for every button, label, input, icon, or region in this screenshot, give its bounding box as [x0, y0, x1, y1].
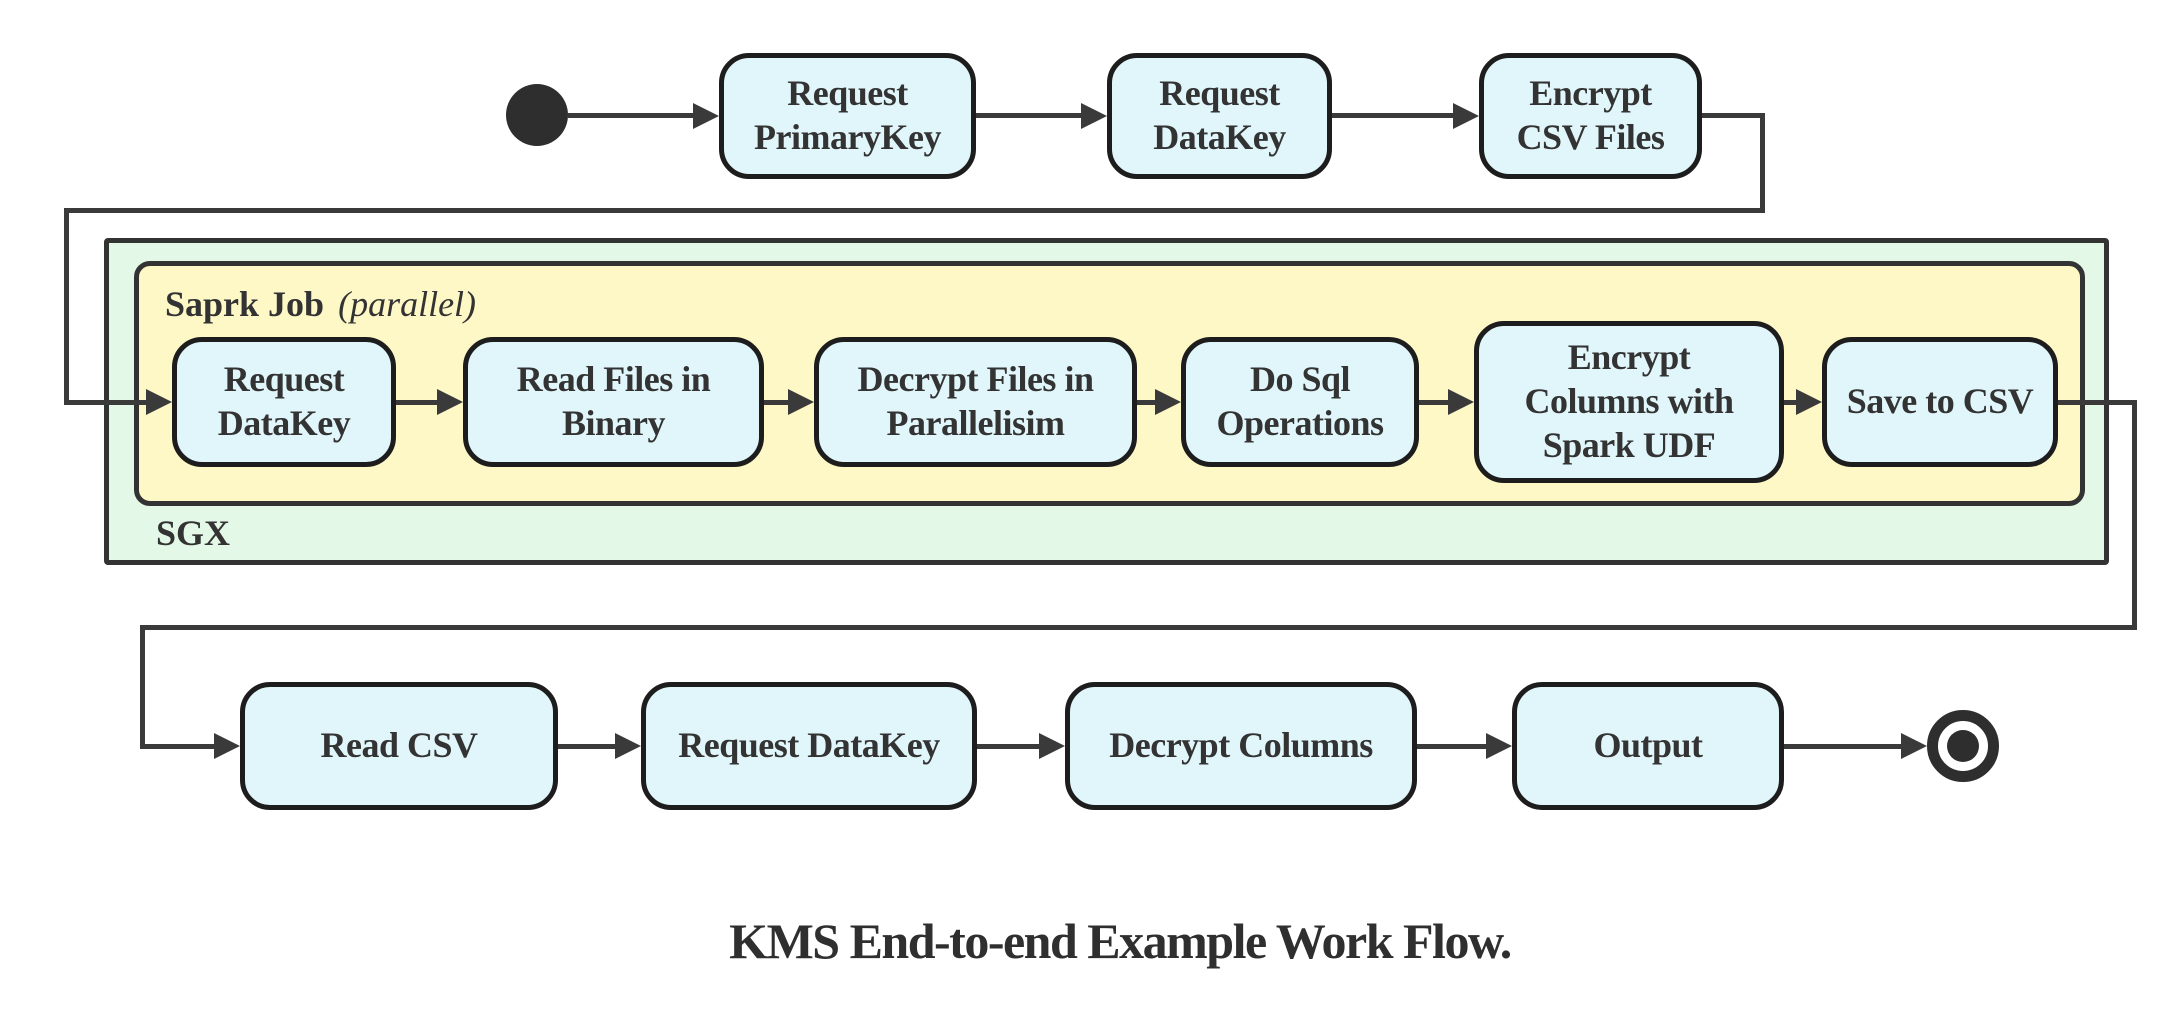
- node-encrypt-columns-with-spark-udf: Encrypt Columns with Spark UDF: [1474, 321, 1784, 483]
- edge-line: [764, 400, 790, 405]
- edge-line: [64, 208, 69, 405]
- arrowhead-icon: [1448, 389, 1474, 415]
- node-decrypt-columns: Decrypt Columns: [1065, 682, 1417, 810]
- edge-line: [976, 113, 1083, 118]
- edge-line: [64, 208, 1765, 213]
- edge-line: [977, 744, 1039, 749]
- edge-line: [64, 400, 146, 405]
- arrowhead-icon: [615, 733, 641, 759]
- node-label: Output: [1593, 725, 1703, 766]
- arrowhead-icon: [437, 389, 463, 415]
- arrowhead-icon: [1453, 103, 1479, 129]
- diagram-title: KMS End-to-end Example Work Flow.: [729, 913, 1512, 969]
- node-request-datakey-top: Request DataKey: [1107, 53, 1332, 179]
- spark-job-label: Saprk Job (parallel): [165, 283, 476, 325]
- node-label: Decrypt Files in Parallelisim: [857, 359, 1094, 443]
- arrowhead-icon: [1081, 103, 1107, 129]
- arrowhead-icon: [1039, 733, 1065, 759]
- sgx-label: SGX: [156, 512, 230, 554]
- node-do-sql-operations: Do Sql Operations: [1181, 337, 1419, 467]
- edge-line: [1332, 113, 1453, 118]
- edge-line: [1702, 113, 1765, 118]
- edge-line: [568, 113, 695, 118]
- edge-line: [1760, 113, 1765, 213]
- node-label: Request PrimaryKey: [754, 73, 941, 157]
- edge-line: [1417, 744, 1486, 749]
- spark-job-label-text: Saprk Job: [165, 284, 325, 324]
- edge-line: [396, 400, 441, 405]
- spark-job-parallel-note: (parallel): [338, 284, 477, 324]
- arrowhead-icon: [1796, 389, 1822, 415]
- node-label: Read Files in Binary: [516, 359, 711, 443]
- node-read-csv: Read CSV: [240, 682, 558, 810]
- arrowhead-icon: [1155, 389, 1181, 415]
- arrowhead-icon: [693, 103, 719, 129]
- node-label: Encrypt CSV Files: [1516, 73, 1665, 157]
- edge-line: [2058, 400, 2137, 405]
- node-label: Request DataKey: [678, 725, 940, 766]
- node-label: Save to CSV: [1846, 381, 2034, 422]
- node-request-datakey-sgx: Request DataKey: [172, 337, 396, 467]
- edge-line: [2132, 400, 2137, 630]
- node-save-to-csv: Save to CSV: [1822, 337, 2058, 467]
- edge-line: [140, 625, 145, 749]
- node-label: Decrypt Columns: [1109, 725, 1373, 766]
- arrowhead-icon: [1901, 733, 1927, 759]
- node-output: Output: [1512, 682, 1784, 810]
- node-request-primarykey: Request PrimaryKey: [719, 53, 976, 179]
- node-label: Read CSV: [320, 725, 478, 766]
- end-node: [1927, 710, 1999, 782]
- node-read-files-in-binary: Read Files in Binary: [463, 337, 764, 467]
- edge-line: [1784, 744, 1903, 749]
- edge-line: [140, 625, 2137, 630]
- node-decrypt-files-in-parallelism: Decrypt Files in Parallelisim: [814, 337, 1137, 467]
- arrowhead-icon: [1486, 733, 1512, 759]
- node-encrypt-csv-files: Encrypt CSV Files: [1479, 53, 1702, 179]
- edge-line: [1137, 400, 1157, 405]
- end-node-dot: [1947, 730, 1979, 762]
- node-label: Do Sql Operations: [1216, 359, 1384, 443]
- arrowhead-icon: [788, 389, 814, 415]
- edge-line: [558, 744, 617, 749]
- arrowhead-icon: [146, 389, 172, 415]
- start-node: [506, 84, 568, 146]
- arrowhead-icon: [214, 733, 240, 759]
- sgx-label-text: SGX: [156, 513, 231, 553]
- node-label: Encrypt Columns with Spark UDF: [1524, 337, 1734, 465]
- edge-line: [1419, 400, 1450, 405]
- edge-line: [1784, 400, 1798, 405]
- node-label: Request DataKey: [1153, 73, 1286, 157]
- edge-line: [140, 744, 214, 749]
- node-request-datakey-bottom: Request DataKey: [641, 682, 977, 810]
- node-label: Request DataKey: [217, 359, 351, 443]
